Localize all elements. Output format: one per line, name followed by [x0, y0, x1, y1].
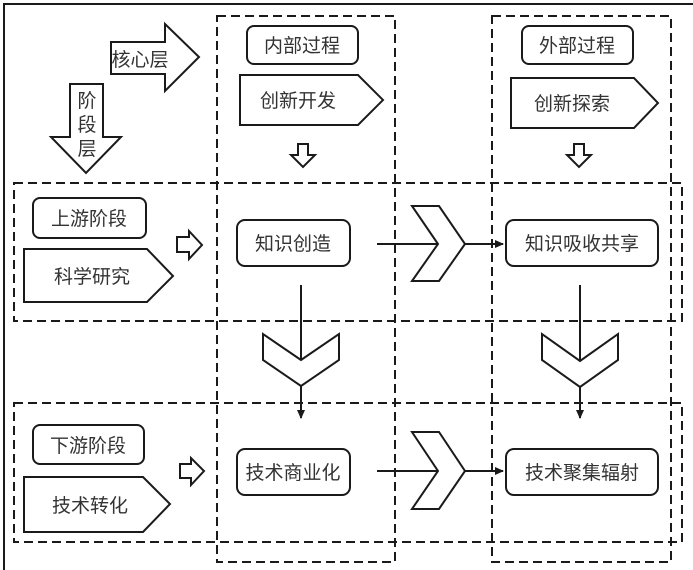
downstream-stage-title-box: [32, 424, 145, 465]
stage-layer-label-2: 段: [77, 114, 96, 136]
downstream-stage-tag-shape: [23, 476, 172, 533]
upstream-right-hollow-arrow: [176, 228, 204, 262]
downstream-stage-title: 下游阶段: [50, 435, 126, 457]
knowledge-absorption-sharing-label: 知识吸收共享: [525, 233, 639, 255]
internal-process-title: 内部过程: [264, 35, 340, 57]
tech-commercialization-label: 技术商业化: [245, 462, 340, 484]
external-process-title-box: [521, 25, 634, 65]
knowledge-creation-label: 知识创造: [255, 233, 331, 255]
stage-layer-label-1: 阶: [77, 90, 96, 112]
internal-process-column: [216, 15, 396, 563]
internal-down-hollow-arrow: [288, 143, 318, 169]
upstream-stage-row: [13, 182, 683, 322]
downstream-chevron: [410, 431, 467, 510]
tech-agglomeration-radiation-label: 技术聚集辐射: [525, 462, 639, 484]
internal-process-tag-shape: [239, 74, 385, 126]
internal-process-tag: 创新开发: [260, 90, 336, 112]
core-layer-label: 核心层: [111, 49, 168, 71]
stage-layer-arrow: 阶 段 层: [48, 83, 124, 175]
downstream-stage-row: [13, 402, 683, 543]
external-process-column: [491, 15, 672, 563]
knowledge-creation-node: [236, 219, 351, 267]
tech-commercialization-node: [236, 448, 351, 496]
downstream-stage-tag: 技术转化: [52, 495, 128, 517]
upstream-stage-tag-shape: [23, 248, 175, 303]
internal-process-title-box: [246, 25, 359, 65]
knowledge-absorption-sharing-node: [505, 219, 659, 267]
external-down-hollow-arrow: [564, 143, 594, 169]
core-layer-arrow: 核心层: [110, 21, 201, 94]
upstream-stage-title-box: [32, 197, 147, 239]
internal-down-chevron: [262, 332, 340, 388]
outer-frame: [3, 3, 693, 570]
external-process-tag-shape: [510, 77, 660, 129]
upstream-chevron: [410, 205, 467, 282]
downstream-right-hollow-arrow: [179, 455, 206, 488]
external-down-chevron: [541, 332, 619, 389]
external-process-tag: 创新探索: [534, 93, 610, 115]
external-process-title: 外部过程: [539, 35, 615, 57]
tech-agglomeration-radiation-node: [505, 448, 659, 496]
upstream-stage-title: 上游阶段: [51, 208, 127, 230]
upstream-stage-tag: 科学研究: [54, 266, 130, 288]
stage-layer-label-3: 层: [77, 138, 96, 160]
